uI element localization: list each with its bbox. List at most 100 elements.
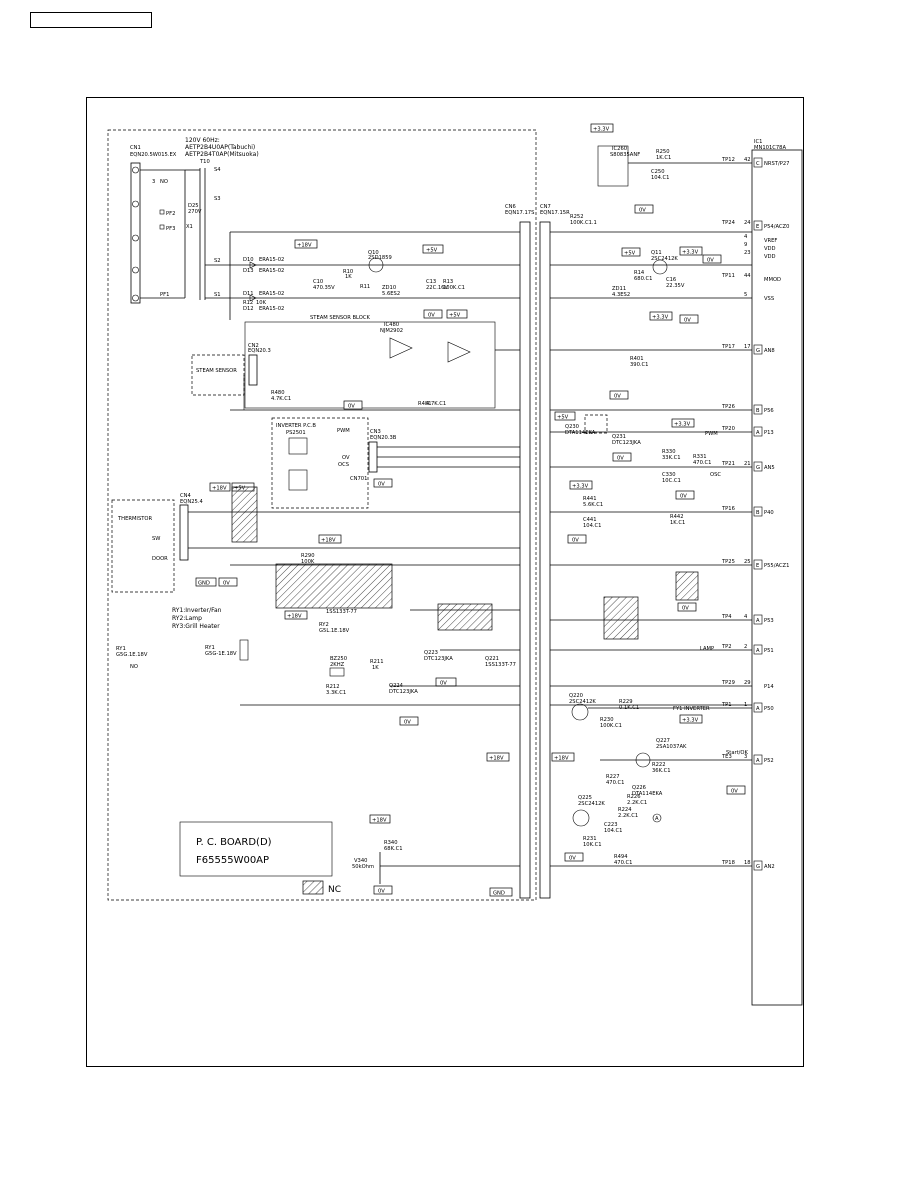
r252-value: 100K.C1.1 <box>570 220 597 226</box>
svg-text:10K: 10K <box>256 300 267 306</box>
rail-0v-ic260: 0V <box>639 208 646 214</box>
ic1-pin-number: 17 <box>744 344 751 350</box>
r231-label: R231 <box>583 836 597 842</box>
r231-value: 10K.C1 <box>583 842 602 848</box>
cn2-label: CN2 <box>248 343 259 349</box>
thermistor-label: THERMISTOR <box>117 516 153 522</box>
rail-33v-ic1-lower: +3.3V <box>652 315 669 321</box>
transformer-spec: 120V 60Hz: <box>185 137 220 144</box>
ic480-opamp-a <box>389 337 413 359</box>
c330-label: C330 <box>662 472 676 478</box>
cn6-cn7-connectors: CN6 EQN17.17S CN7 EQN17.15R GND <box>489 204 570 899</box>
q225-transistor <box>572 809 590 827</box>
ry1-coil <box>239 639 249 661</box>
d25-value: 270V <box>188 209 202 215</box>
ic1-pin-name: AN2 <box>764 864 775 870</box>
ic1-pin-name: VDD <box>764 246 776 252</box>
ic1-pin-number: 42 <box>744 157 751 163</box>
ic1-pin-name: MMOD <box>764 277 781 283</box>
cn7-label: CN7 <box>540 204 551 210</box>
zd10-value: 5.6ES2 <box>382 291 400 297</box>
rail-5v-q230: +5V <box>557 415 569 421</box>
inverter-pcb-title: INVERTER P.C.B <box>276 423 316 429</box>
ic1-test-point: TP25 <box>721 559 735 565</box>
r222-value: 36K.C1 <box>652 768 671 774</box>
ic1-port-box <box>753 754 763 765</box>
ic1-pin-name: NRST/P27 <box>764 161 789 167</box>
rail-33v-q231: +3.3V <box>674 422 691 428</box>
svg-text:S1: S1 <box>214 292 221 298</box>
c16-value: 22.35V <box>666 283 685 289</box>
marker-a <box>652 813 662 823</box>
d13-value: ERA15-02 <box>259 268 284 274</box>
rail-0v-q231: 0V <box>617 456 624 462</box>
r290-value: 100K <box>301 559 315 565</box>
ic1-port-letter: B <box>756 510 760 516</box>
r14-label: R14 <box>634 270 645 276</box>
rail-5v-q11: +5V <box>624 251 636 257</box>
r230-label: R230 <box>600 717 614 723</box>
inverter-pcb: INVERTER P.C.B PS2501 PWM OV OCS CN3 EQN… <box>271 417 397 509</box>
q11-value: 2SC2412K <box>651 256 678 262</box>
q10-transistor <box>368 257 384 273</box>
ry1-part: G5G.1E.18V <box>116 652 148 658</box>
r401-value: 390.C1 <box>630 362 648 368</box>
ic1-port-letter: B <box>756 408 760 414</box>
ic1-pin-number: 24 <box>744 220 751 226</box>
ic1-port-letter: C <box>756 161 760 167</box>
ic1-port-letter: G <box>756 465 760 471</box>
ic1-port-box <box>753 426 763 437</box>
r252-label: R252 <box>570 214 584 220</box>
zd1-label: 1SS133T-77 <box>326 609 357 615</box>
cn1-part: EQN20.5W015.EX <box>130 152 177 158</box>
q226-label: Q226 <box>632 785 646 791</box>
ic1-port-letter: E <box>756 224 759 230</box>
ic1-pin-name: P54/ACZ0 <box>764 224 789 230</box>
cn1-label: CN1 <box>130 145 141 151</box>
ic1-test-point: TP1 <box>721 702 732 708</box>
ic1-port-letter: E <box>756 563 759 569</box>
r441-value: 5.6K.C1 <box>583 502 603 508</box>
ic1-port-box <box>753 404 763 415</box>
thermistor-door-box <box>111 499 175 593</box>
no-label: NO <box>130 664 138 670</box>
ic1-port-letter: A <box>756 648 760 654</box>
ry2-value: G5L.1E.18V <box>319 628 350 634</box>
ic1-pin-number: 21 <box>744 461 751 467</box>
cn6-label: CN6 <box>505 204 516 210</box>
rail-0v-q223: 0V <box>440 681 447 687</box>
cn4-part: EQN25.4 <box>180 499 203 505</box>
ic1-pin-name: P53 <box>764 618 774 624</box>
svg-text:X1: X1 <box>186 224 193 230</box>
r481-label: R481 <box>418 401 432 407</box>
svg-text:3: 3 <box>152 179 155 185</box>
rail-33v-start: +3.3V <box>682 718 699 724</box>
d13-label: D13 <box>243 268 254 274</box>
c441-label: C441 <box>583 517 597 523</box>
rail-18v-cn4: +18V <box>212 486 227 492</box>
q230-value: DTA114EKA <box>565 430 596 436</box>
svg-text:S2: S2 <box>214 258 221 264</box>
r227-value: 470.C1 <box>606 780 624 786</box>
r290-label: R290 <box>301 553 315 559</box>
ic1-pin-number: 2 <box>744 644 747 650</box>
c13-value: 22C.16V <box>426 285 448 291</box>
r340-value: 68K.C1 <box>384 846 403 852</box>
ocs-label: OCS <box>338 462 349 468</box>
r442-label: R442 <box>670 514 684 520</box>
q224-value: DTC123JKA <box>389 689 418 695</box>
v340-label: V340 <box>354 858 367 864</box>
v340-value: 50kOhm <box>352 864 374 870</box>
buzzer <box>329 667 345 677</box>
ic1-pin-name: P51 <box>764 648 774 654</box>
q220-value: 2SC2412K <box>569 699 596 705</box>
nc-area-1 <box>231 486 258 543</box>
ic480-label: IC480 <box>384 322 399 328</box>
ic1-port-box <box>753 702 763 713</box>
ic1-label: IC1 <box>754 139 762 145</box>
